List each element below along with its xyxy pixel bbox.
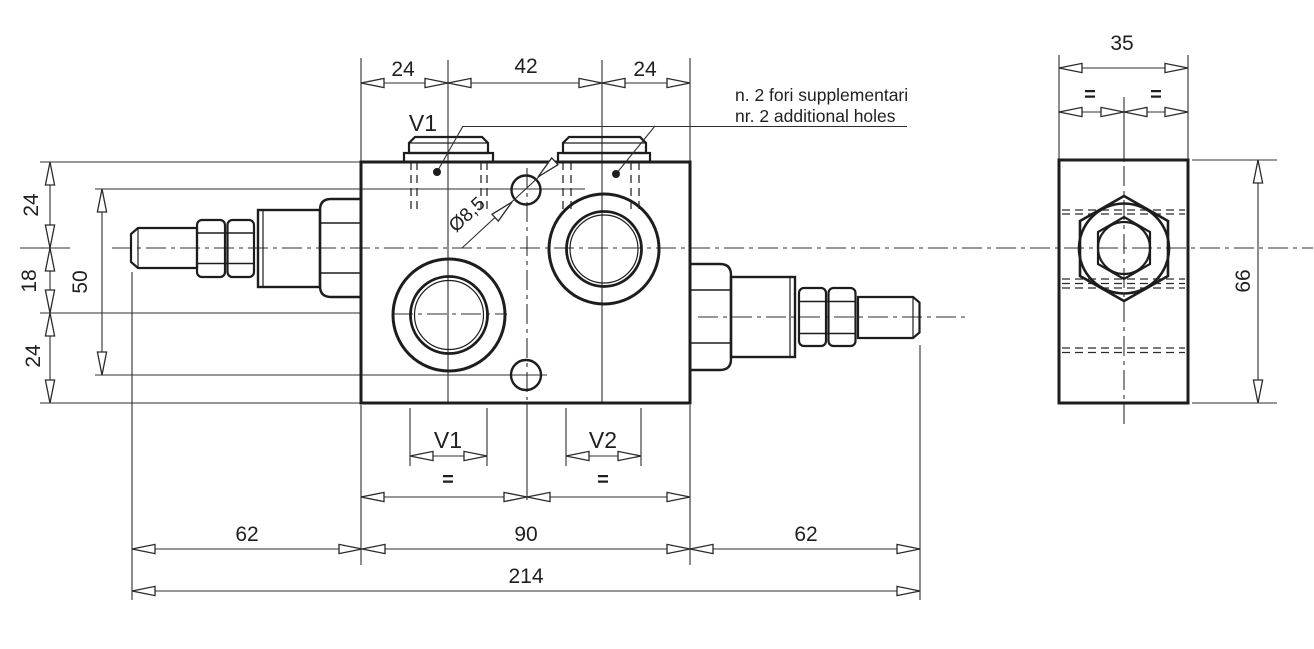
additional-hole-top — [510, 174, 542, 206]
additional-hole-bottom — [509, 358, 543, 392]
front-view-block — [359, 135, 692, 405]
eq-mark-v1: = — [442, 469, 454, 491]
plug-v2 — [556, 135, 652, 164]
plug-v1-label: V1 — [409, 110, 437, 136]
dim-bottom-mid: 90 — [514, 523, 537, 546]
arrowheads — [44, 62, 1264, 597]
cavity-v1-label: V1 — [434, 427, 462, 453]
dim-left-top: 24 — [20, 193, 43, 217]
dim-total: 214 — [508, 565, 543, 588]
port-circle-v2 — [547, 192, 661, 306]
left-cartridge-valve — [129, 197, 361, 299]
extension-lines — [20, 55, 1277, 600]
eq-mark-v2: = — [597, 469, 609, 491]
cavity-v2-label: V2 — [589, 427, 617, 453]
leader-dots — [433, 168, 620, 178]
dim-left-bottom: 24 — [22, 344, 45, 368]
note-line1: n. 2 fori supplementari — [735, 85, 908, 105]
hidden-lines — [410, 162, 1185, 354]
port-circle-v1 — [391, 257, 507, 373]
dim-top-left: 24 — [391, 58, 415, 81]
side-dim-width: 35 — [1110, 32, 1133, 55]
side-eq-left: = — [1084, 84, 1096, 106]
side-eq-right: = — [1150, 84, 1162, 106]
right-cartridge-valve — [690, 262, 921, 372]
dim-bottom-right: 62 — [794, 523, 817, 546]
dim-left-mid: 18 — [18, 269, 41, 292]
dim-top-right: 24 — [633, 58, 657, 81]
note-line2: nr. 2 additional holes — [735, 106, 896, 126]
dimension-texts: 24 42 24 V1 n. 2 fori supplementari nr. … — [18, 32, 1255, 588]
dim-top-mid: 42 — [514, 55, 537, 78]
side-dim-height: 66 — [1232, 269, 1255, 292]
hex-nut — [1077, 194, 1171, 303]
hole-diameter-label: Ø8,5 — [445, 193, 489, 236]
leader-lines — [436, 125, 907, 249]
dimension-lines — [49, 67, 1259, 592]
dim-bottom-left: 62 — [235, 523, 258, 546]
plug-v1 — [402, 135, 495, 164]
dim-hole-span: 50 — [69, 270, 92, 293]
side-view-block — [1057, 158, 1190, 405]
